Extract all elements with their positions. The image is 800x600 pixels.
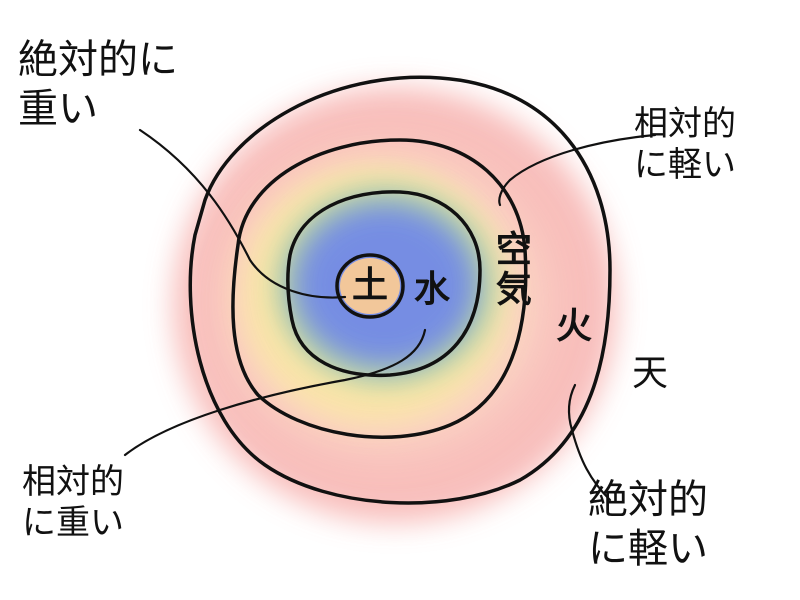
fire-label: 火: [556, 306, 593, 347]
water-sphere-outline: [286, 190, 482, 378]
heaven-label: 天: [632, 353, 669, 394]
leader-absolute-light: [567, 383, 612, 502]
leader-relative-heavy: [123, 328, 427, 457]
air-sphere-outline: [231, 138, 528, 439]
earth-sphere-fill: [340, 258, 400, 314]
leader-relative-light: [498, 133, 657, 207]
earth-label: 土: [352, 265, 389, 306]
fire-sphere-outline: [188, 75, 612, 505]
annotation-relative-heavy: 相対的 に重い: [22, 462, 124, 544]
annotation-relative-light: 相対的 に軽い: [634, 104, 736, 186]
water-label: 水: [414, 269, 451, 310]
leader-absolute-heavy: [138, 128, 347, 299]
annotation-absolute-light: 絶対的 に軽い: [588, 477, 708, 572]
earth-sphere-outline: [335, 253, 405, 319]
air-label: 空気: [489, 230, 531, 310]
annotation-absolute-heavy: 絶対的に 重い: [18, 37, 178, 132]
